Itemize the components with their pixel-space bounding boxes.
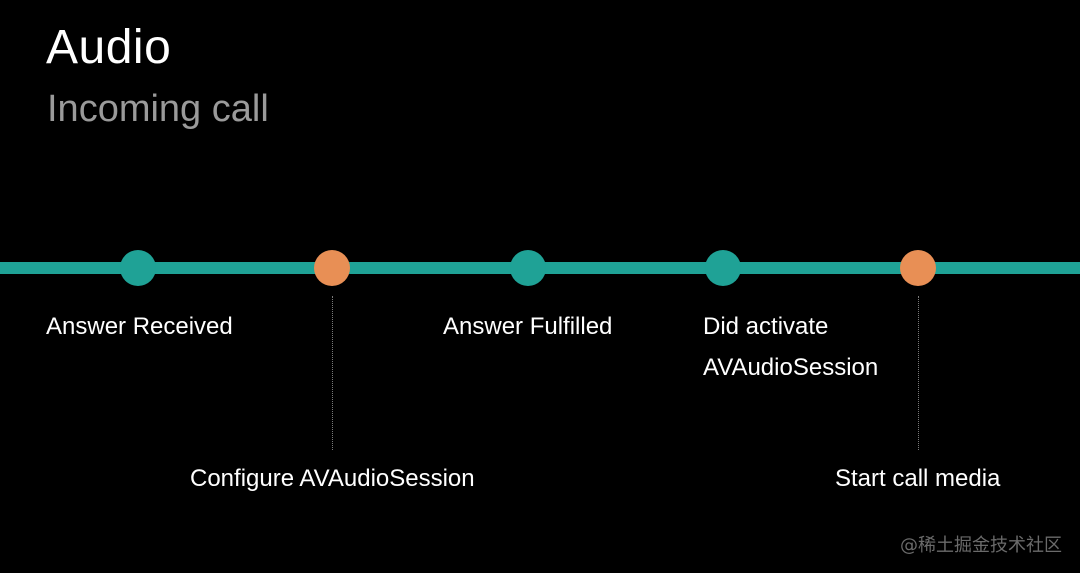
event-label-configure-avaudiosession: Configure AVAudioSession <box>190 465 475 492</box>
event-dot-configure-avaudiosession <box>314 250 350 286</box>
event-label-did-activate-line2: AVAudioSession <box>703 354 879 381</box>
slide-subtitle: Incoming call <box>47 88 269 130</box>
event-label-answer-fulfilled: Answer Fulfilled <box>443 313 613 340</box>
event-dot-answer-fulfilled <box>510 250 546 286</box>
connector-configure-avaudiosession <box>332 296 333 450</box>
event-label-start-call-media: Start call media <box>835 465 1001 492</box>
event-label-did-activate-line1: Did activate <box>703 313 829 340</box>
event-dot-answer-received <box>120 250 156 286</box>
connector-start-call-media <box>918 296 919 450</box>
slide-title: Audio <box>46 21 172 74</box>
watermark: @稀土掘金技术社区 <box>900 535 1062 556</box>
event-dot-start-call-media <box>900 250 936 286</box>
event-label-answer-received: Answer Received <box>46 313 233 340</box>
event-dot-did-activate <box>705 250 741 286</box>
